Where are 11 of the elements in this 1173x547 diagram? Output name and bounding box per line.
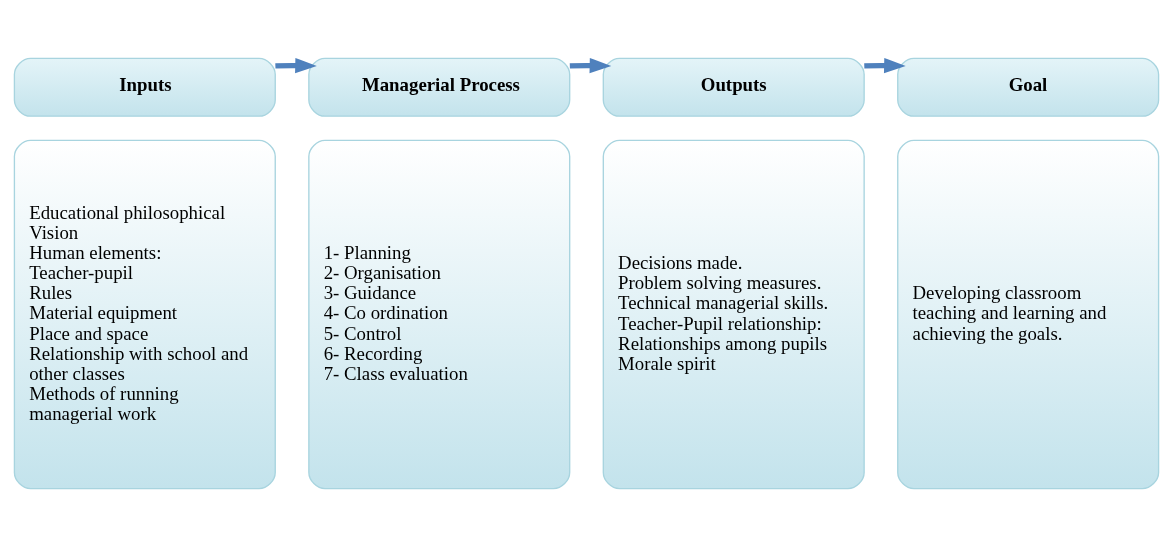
node-box: Managerial Process — [308, 57, 571, 117]
node-box: Educational philosophical Vision Human elements: Teacher-pupil Rules Material equipment Place and space Relationship with school and other classes Methods of running managerial work — [13, 139, 276, 490]
arrow — [569, 58, 612, 74]
node-box: Developing classroom teaching and learning and achieving the goals. — [897, 139, 1160, 490]
arrow — [864, 58, 906, 74]
node-box: Goal — [897, 57, 1160, 117]
arrow — [275, 58, 317, 74]
node-box: Inputs — [13, 57, 276, 117]
node-box: Decisions made. Problem solving measures. Technical managerial skills. Teacher-Pupil relationship: Relationships among pupils Morale spirit — [602, 139, 865, 490]
node-box: Outputs — [602, 57, 865, 117]
node-box: 1- Planning 2- Organisation 3- Guidance 4- Co ordination 5- Control 6- Recording 7- Class evaluation — [308, 139, 571, 490]
